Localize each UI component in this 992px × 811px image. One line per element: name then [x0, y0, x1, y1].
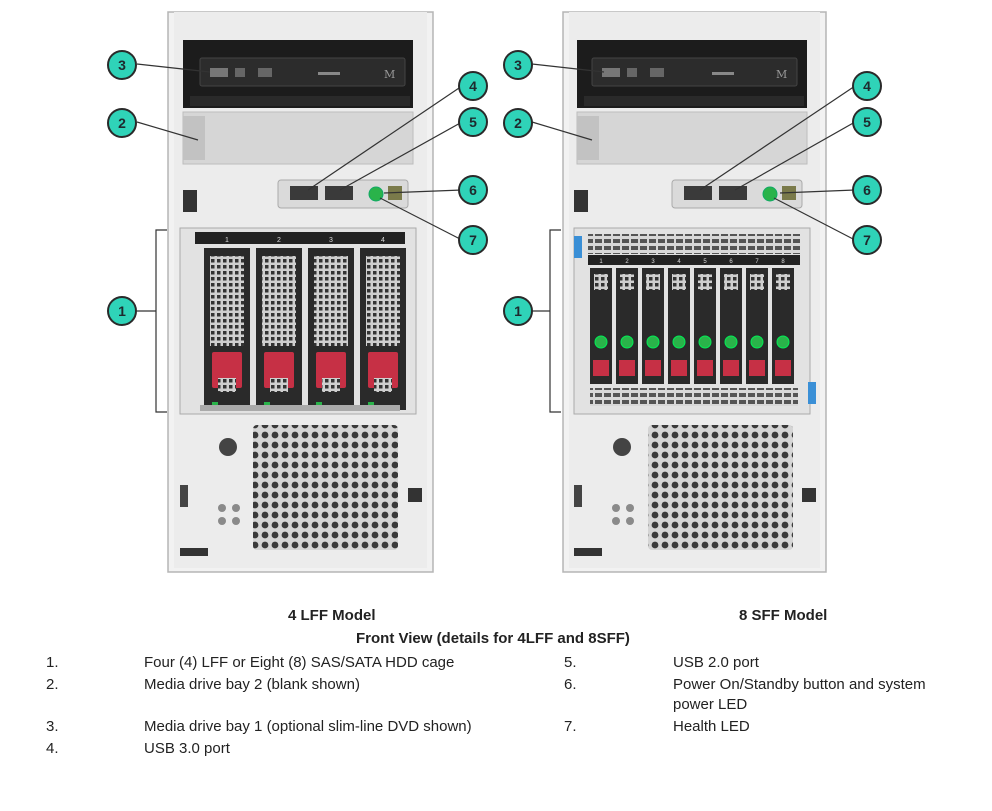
bay-number: 7 — [755, 259, 759, 265]
legend-text: power LED — [673, 696, 748, 713]
legend-num: 5. — [564, 654, 577, 671]
legend-num: 2. — [46, 676, 59, 693]
bay-number: 2 — [277, 237, 281, 244]
svg-text:4: 4 — [863, 78, 871, 94]
power-button — [762, 186, 778, 202]
lff-drive-bay: 3 — [308, 237, 354, 410]
bay-number: 4 — [381, 237, 385, 244]
callout-7: 7 — [852, 225, 882, 255]
legend-num: 7. — [564, 718, 577, 735]
callout-5: 5 — [458, 107, 488, 137]
media-drive-bay-2 — [182, 111, 414, 165]
lff-drive-bay: 1 — [204, 237, 250, 410]
svg-text:6: 6 — [469, 182, 477, 198]
legend-text: Media drive bay 1 (optional slim-line DV… — [144, 718, 472, 735]
callout-4: 4 — [852, 71, 882, 101]
bay-number: 6 — [729, 259, 733, 265]
blue-latch — [808, 382, 816, 404]
power-button — [368, 186, 384, 202]
bay-number: 3 — [651, 259, 655, 265]
front-view-title: Front View (details for 4LFF and 8SFF) — [356, 630, 630, 647]
legend-text: Health LED — [673, 718, 750, 735]
legend-text: USB 3.0 port — [144, 740, 230, 757]
usb-2-port — [719, 186, 747, 200]
model-caption-8sff: 8 SFF Model — [739, 607, 828, 624]
svg-text:4: 4 — [469, 78, 477, 94]
legend-num: 6. — [564, 676, 577, 693]
bay-number: 3 — [329, 237, 333, 244]
model-caption-4lff: 4 LFF Model — [288, 607, 376, 624]
callout-4: 4 — [458, 71, 488, 101]
legend-num: 4. — [46, 740, 59, 757]
svg-text:6: 6 — [863, 182, 871, 198]
fan-grille — [253, 425, 398, 550]
svg-text:3: 3 — [118, 57, 126, 73]
svg-text:2: 2 — [118, 115, 126, 131]
server-front-diagram: M 1 2 3 4 — [107, 11, 882, 573]
callout-5: 5 — [852, 107, 882, 137]
svg-text:5: 5 — [469, 114, 477, 130]
svg-text:7: 7 — [469, 232, 477, 248]
drive-cage-8sff: 1 2 3 4 5 6 7 8 — [573, 227, 816, 415]
bay-number: 1 — [225, 237, 229, 244]
usb-3-port — [684, 186, 712, 200]
legend-num: 1. — [46, 654, 59, 671]
bay-number: 8 — [781, 259, 785, 265]
legend-num: 3. — [46, 718, 59, 735]
svg-text:M: M — [776, 68, 787, 81]
media-drive-bay-1: M — [183, 40, 413, 108]
leader-lines — [136, 63, 856, 413]
sff-drive-bay: 6 — [720, 259, 742, 384]
lff-drive-bay: 2 — [256, 237, 302, 410]
legend-text: USB 2.0 port — [673, 654, 759, 671]
bay-number: 5 — [703, 259, 707, 265]
bay-number: 2 — [625, 259, 629, 265]
sff-drive-bay: 4 — [668, 259, 690, 384]
drive-cage-4lff: 1 2 3 4 — [179, 227, 417, 415]
svg-text:1: 1 — [514, 303, 522, 319]
callout-badges: 3 2 4 5 6 7 1 3 2 4 5 6 7 1 — [107, 50, 882, 326]
callout-1: 1 — [503, 296, 533, 326]
callout-1: 1 — [107, 296, 137, 326]
sff-drive-bay: 3 — [642, 259, 664, 384]
callout-2: 2 — [503, 108, 533, 138]
svg-text:M: M — [384, 68, 395, 81]
svg-text:2: 2 — [514, 115, 522, 131]
callout-3: 3 — [107, 50, 137, 80]
bay-number: 4 — [677, 259, 681, 265]
legend: 1. Four (4) LFF or Eight (8) SAS/SATA HD… — [0, 650, 992, 810]
sff-drive-bay: 1 — [590, 259, 612, 384]
usb-2-port — [325, 186, 353, 200]
blue-latch — [574, 236, 582, 258]
sff-drive-bay: 8 — [772, 259, 794, 384]
svg-text:5: 5 — [863, 114, 871, 130]
sff-drive-bay: 5 — [694, 259, 716, 384]
fan-grille — [648, 425, 793, 550]
bay-number: 1 — [599, 259, 603, 265]
callout-2: 2 — [107, 108, 137, 138]
server-4lff: M 1 2 3 4 — [167, 11, 434, 573]
media-drive-bay-2 — [576, 111, 808, 165]
sff-drive-bay: 2 — [616, 259, 638, 384]
callout-3: 3 — [503, 50, 533, 80]
legend-text: Power On/Standby button and system — [673, 676, 926, 693]
lff-drive-bay: 4 — [360, 237, 406, 410]
callout-6: 6 — [852, 175, 882, 205]
svg-text:7: 7 — [863, 232, 871, 248]
usb-3-port — [290, 186, 318, 200]
callout-6: 6 — [458, 175, 488, 205]
svg-text:3: 3 — [514, 57, 522, 73]
callout-7: 7 — [458, 225, 488, 255]
sff-drive-bay: 7 — [746, 259, 768, 384]
server-8sff: M 1 2 3 4 5 6 7 8 — [562, 11, 827, 573]
media-drive-bay-1: M — [577, 40, 807, 108]
legend-text: Media drive bay 2 (blank shown) — [144, 676, 360, 693]
legend-text: Four (4) LFF or Eight (8) SAS/SATA HDD c… — [144, 654, 455, 671]
svg-text:1: 1 — [118, 303, 126, 319]
